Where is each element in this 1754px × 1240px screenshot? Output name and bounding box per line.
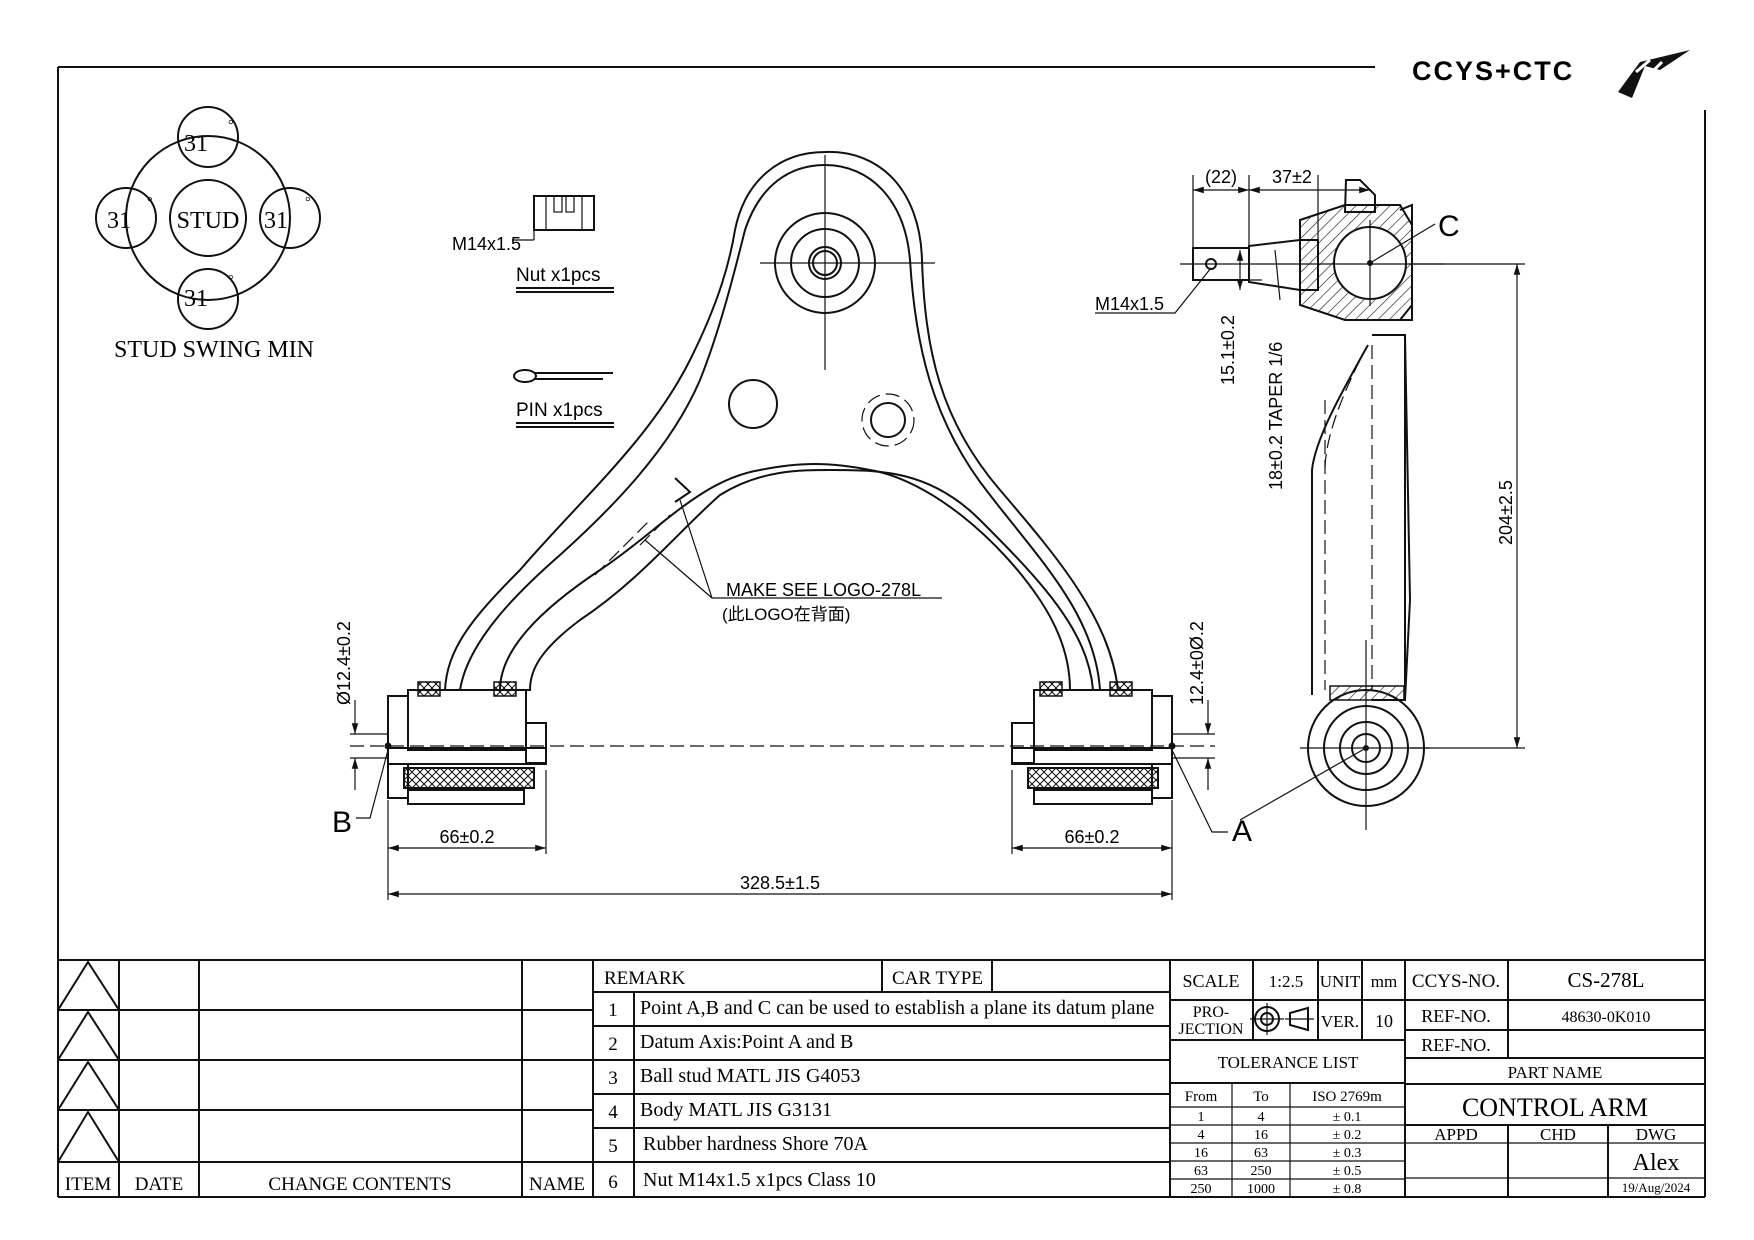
- swing-angle-top: 31: [184, 131, 208, 157]
- svg-text:2: 2: [608, 1034, 618, 1055]
- chd-label: CHD: [1540, 1125, 1576, 1144]
- drawing-date: 19/Aug/2024: [1622, 1180, 1691, 1195]
- remark-2: Datum Axis:Point A and B: [640, 1031, 853, 1053]
- svg-text:ISO 2769m: ISO 2769m: [1312, 1089, 1382, 1105]
- svg-text:4: 4: [1258, 1110, 1265, 1125]
- svg-text:°: °: [228, 118, 234, 133]
- rev-header-name: NAME: [529, 1174, 585, 1195]
- title-block-grid: [57, 959, 1705, 1197]
- svg-text:16: 16: [1194, 1146, 1208, 1161]
- dwg-label: DWG: [1636, 1125, 1677, 1144]
- dim-right-bushing-dia: 12.4±0Ø.2: [1187, 621, 1207, 705]
- dim-right-bushing-length: 66±0.2: [1065, 827, 1120, 847]
- cotter-pin-symbol: PIN x1pcs: [513, 369, 614, 428]
- rev-header-item: ITEM: [65, 1174, 112, 1195]
- dim-taper: 18±0.2 TAPER 1/6: [1266, 342, 1286, 490]
- left-bushing: [384, 681, 547, 805]
- svg-text:4: 4: [608, 1102, 618, 1123]
- svg-text:± 0.8: ± 0.8: [1333, 1182, 1362, 1197]
- svg-text:From: From: [1185, 1089, 1218, 1105]
- side-view: C (22) 37±2 M14x1.5 15.1±0.2 18±0.2 TAP: [1095, 167, 1525, 830]
- ref-label-1: REF-NO.: [1421, 1006, 1491, 1026]
- svg-text:°: °: [305, 195, 311, 210]
- remark-6: Nut M14x1.5 x1pcs Class 10: [643, 1169, 876, 1191]
- part-name-label: PART NAME: [1508, 1063, 1603, 1082]
- ccys-no: CS-278L: [1567, 968, 1644, 992]
- svg-text:To: To: [1253, 1089, 1269, 1105]
- scale-label: SCALE: [1182, 971, 1239, 991]
- svg-text:°: °: [228, 273, 234, 288]
- dim-stud-22: (22): [1205, 167, 1237, 187]
- svg-text:5: 5: [608, 1136, 618, 1157]
- svg-text:63: 63: [1254, 1146, 1268, 1161]
- right-bushing: [1011, 681, 1176, 805]
- svg-text:250: 250: [1191, 1182, 1212, 1197]
- remark-5: Rubber hardness Shore 70A: [643, 1133, 869, 1155]
- pin-label: PIN x1pcs: [516, 400, 603, 421]
- svg-text:± 0.5: ± 0.5: [1333, 1164, 1362, 1179]
- point-a-label: A: [1232, 815, 1252, 848]
- appd-label: APPD: [1434, 1125, 1477, 1144]
- scale-value: 1:2.5: [1269, 972, 1303, 991]
- svg-text:1000: 1000: [1247, 1182, 1275, 1197]
- front-view-dimensions: 66±0.2 66±0.2 328.5±1.5 Ø12.4±0.2 12.4±0…: [332, 621, 1252, 900]
- svg-text:3: 3: [608, 1068, 618, 1089]
- rev-header-change: CHANGE CONTENTS: [268, 1174, 451, 1195]
- company-logo: CCYS+CTC: [1412, 50, 1690, 98]
- part-name: CONTROL ARM: [1462, 1093, 1648, 1122]
- svg-text:JECTION: JECTION: [1179, 1021, 1244, 1038]
- dim-height-204: 204±2.5: [1496, 480, 1516, 545]
- svg-text:6: 6: [608, 1172, 618, 1193]
- remark-header: REMARK: [604, 968, 686, 989]
- svg-text:PRO-: PRO-: [1193, 1004, 1229, 1021]
- dim-stud-15: 15.1±0.2: [1218, 315, 1238, 385]
- swing-center-label: STUD: [177, 208, 240, 234]
- ref-no-1: 48630-0K010: [1562, 1009, 1651, 1026]
- svg-text:1: 1: [608, 1000, 618, 1021]
- drawer-name: Alex: [1633, 1150, 1680, 1176]
- stud-swing-diagram: 31 ° 31 ° 31 ° 31 ° STUD STUD SWING MIN: [95, 106, 321, 363]
- svg-text:16: 16: [1254, 1128, 1268, 1143]
- svg-text:1: 1: [1198, 1110, 1205, 1125]
- swing-caption: STUD SWING MIN: [114, 337, 314, 363]
- dim-stud-thread: M14x1.5: [1095, 294, 1164, 314]
- svg-text:± 0.3: ± 0.3: [1333, 1146, 1362, 1161]
- remark-4: Body MATL JIS G3131: [640, 1099, 832, 1121]
- svg-text:CCYS+CTC: CCYS+CTC: [1412, 56, 1574, 86]
- point-c-label: C: [1438, 210, 1460, 243]
- dim-stud-37: 37±2: [1272, 167, 1312, 187]
- nut-symbol: M14x1.5 Nut x1pcs: [452, 195, 614, 293]
- point-b-label: B: [332, 806, 352, 839]
- svg-text:250: 250: [1251, 1164, 1272, 1179]
- nut-thread: M14x1.5: [452, 234, 521, 254]
- car-type-label: CAR TYPE: [892, 968, 983, 989]
- dim-left-bushing-length: 66±0.2: [440, 827, 495, 847]
- svg-text:± 0.1: ± 0.1: [1333, 1110, 1362, 1125]
- ccys-label: CCYS-NO.: [1412, 971, 1500, 992]
- swing-angle-bottom: 31: [184, 286, 208, 312]
- unit-label: UNIT: [1320, 972, 1361, 991]
- title-block-text: ITEM DATE CHANGE CONTENTS NAME REMARK CA…: [65, 968, 1691, 1197]
- svg-text:63: 63: [1194, 1164, 1208, 1179]
- logo-note-line1: MAKE SEE LOGO-278L: [726, 580, 921, 600]
- swing-angle-left: 31: [107, 208, 131, 234]
- unit-value: mm: [1371, 972, 1397, 991]
- dim-left-bushing-dia: Ø12.4±0.2: [334, 621, 354, 705]
- ver-value: 10: [1375, 1011, 1393, 1031]
- control-arm-view: MAKE SEE LOGO-278L (此LOGO在背面): [350, 150, 1215, 805]
- swing-angle-right: 31: [264, 208, 288, 234]
- ver-label: VER.: [1321, 1012, 1359, 1031]
- svg-text:°: °: [147, 195, 153, 210]
- logo-note-line2: (此LOGO在背面): [722, 605, 850, 624]
- dim-overall-length: 328.5±1.5: [740, 873, 820, 893]
- tolerance-title: TOLERANCE LIST: [1218, 1053, 1359, 1072]
- remark-3: Ball stud MATL JIS G4053: [640, 1065, 860, 1087]
- rev-header-date: DATE: [135, 1174, 184, 1195]
- svg-text:4: 4: [1198, 1128, 1205, 1143]
- ref-label-2: REF-NO.: [1421, 1035, 1491, 1055]
- svg-text:± 0.2: ± 0.2: [1333, 1128, 1362, 1143]
- remark-1: Point A,B and C can be used to establish…: [640, 997, 1154, 1019]
- nut-label: Nut x1pcs: [516, 265, 600, 286]
